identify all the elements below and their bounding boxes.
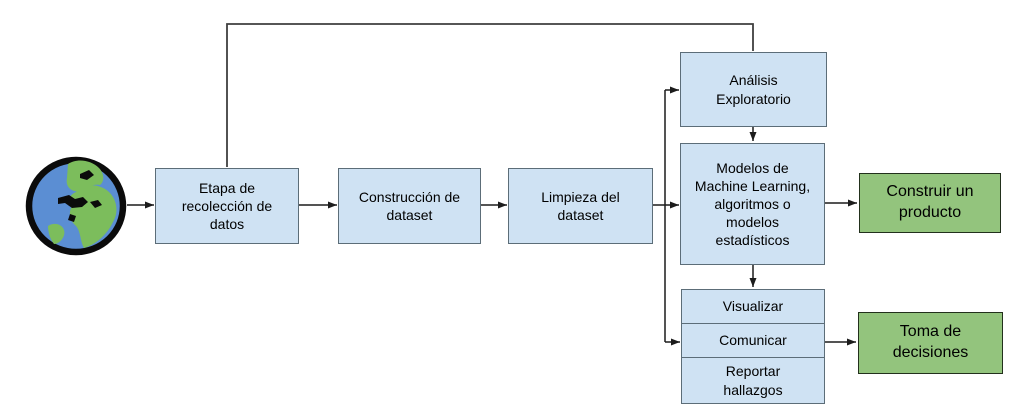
- edge-etapa-to-analisis-feedback: [226, 23, 754, 167]
- globe-land-southwest: [48, 223, 65, 244]
- node-etapa-recoleccion: Etapa de recolección de datos: [155, 168, 299, 244]
- globe-coast-detail-east: [90, 200, 102, 208]
- node-limpieza-dataset: Limpieza del dataset: [508, 168, 653, 244]
- node-visualizar: Visualizar: [681, 289, 825, 324]
- node-construir-producto: Construir un producto: [859, 173, 1001, 233]
- globe-coast-detail-mediterranean: [58, 195, 88, 208]
- globe-coast-detail-south: [68, 214, 76, 222]
- globe-coast-detail-north: [80, 170, 94, 180]
- node-construccion-dataset: Construcción de dataset: [338, 168, 481, 244]
- node-comunicar: Comunicar: [681, 322, 825, 359]
- earth-globe-icon: [25, 156, 127, 256]
- node-reportar-hallazgos: Reportar hallazgos: [681, 357, 825, 404]
- node-toma-decisiones: Toma de decisiones: [858, 312, 1003, 374]
- node-modelos-ml: Modelos de Machine Learning, algoritmos …: [680, 143, 825, 265]
- node-analisis-exploratorio: Análisis Exploratorio: [680, 52, 827, 127]
